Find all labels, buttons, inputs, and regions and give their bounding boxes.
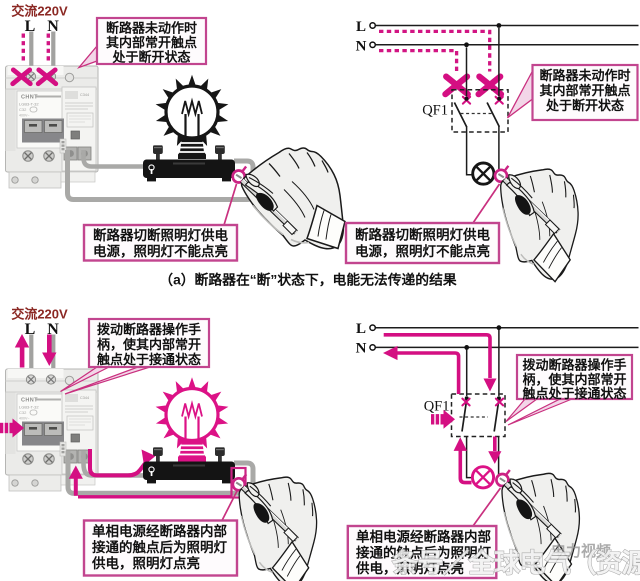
svg-text:N: N bbox=[356, 39, 367, 55]
svg-text:其内部常开触点: 其内部常开触点 bbox=[539, 83, 630, 98]
svg-text:处于断开状态: 处于断开状态 bbox=[111, 50, 190, 65]
svg-text:交流220V: 交流220V bbox=[11, 4, 68, 19]
svg-text:触点处于接通状态: 触点处于接通状态 bbox=[521, 386, 626, 401]
svg-text:接通的触点后为照明灯: 接通的触点后为照明灯 bbox=[92, 539, 227, 555]
svg-text:L: L bbox=[25, 18, 36, 35]
svg-text:柄，使其内部常开: 柄，使其内部常开 bbox=[522, 372, 626, 387]
svg-text:断路器未动作时: 断路器未动作时 bbox=[106, 21, 197, 36]
svg-text:断路器未动作时: 断路器未动作时 bbox=[539, 68, 630, 83]
svg-text:拨动断路器操作手: 拨动断路器操作手 bbox=[97, 322, 201, 337]
svg-text:单相电源经断路器内部: 单相电源经断路器内部 bbox=[356, 529, 491, 545]
svg-text:条号／全球电气（资源: 条号／全球电气（资源 bbox=[392, 548, 640, 578]
svg-text:L: L bbox=[356, 19, 366, 35]
svg-text:供电，照明灯点亮: 供电，照明灯点亮 bbox=[91, 555, 200, 571]
svg-text:接通的触点后为照明灯: 接通的触点后为照明灯 bbox=[356, 545, 491, 561]
svg-text:拨动断路器操作手: 拨动断路器操作手 bbox=[522, 358, 626, 373]
svg-text:处于断开状态: 处于断开状态 bbox=[545, 98, 624, 113]
svg-text:L: L bbox=[356, 321, 366, 337]
svg-text:交流220V: 交流220V bbox=[11, 307, 68, 322]
svg-text:L: L bbox=[25, 321, 36, 338]
svg-text:柄，使其内部常开: 柄，使其内部常开 bbox=[97, 337, 201, 352]
svg-text:（a）断路器在“断”状态下，电能无法传递的结果: （a）断路器在“断”状态下，电能无法传递的结果 bbox=[159, 272, 457, 288]
svg-text:N: N bbox=[47, 321, 59, 338]
svg-text:单相电源经断路器内部: 单相电源经断路器内部 bbox=[92, 523, 227, 539]
svg-text:N: N bbox=[356, 341, 367, 357]
svg-text:N: N bbox=[47, 18, 59, 35]
svg-text:断路器切断照明灯供电: 断路器切断照明灯供电 bbox=[93, 227, 228, 243]
svg-text:断路器切断照明灯供电: 断路器切断照明灯供电 bbox=[355, 227, 490, 243]
svg-text:电力视频: 电力视频 bbox=[551, 542, 611, 560]
svg-text:其内部常开触点: 其内部常开触点 bbox=[106, 35, 197, 50]
svg-text:电源，照明灯不能点亮: 电源，照明灯不能点亮 bbox=[93, 243, 228, 259]
svg-text:触点处于接通状态: 触点处于接通状态 bbox=[96, 352, 201, 367]
svg-text:QF1: QF1 bbox=[424, 399, 450, 415]
svg-text:QF1: QF1 bbox=[422, 103, 448, 119]
svg-text:供电，照明灯点亮: 供电，照明灯点亮 bbox=[355, 560, 464, 576]
svg-text:电源，照明灯不能点亮: 电源，照明灯不能点亮 bbox=[355, 243, 490, 259]
